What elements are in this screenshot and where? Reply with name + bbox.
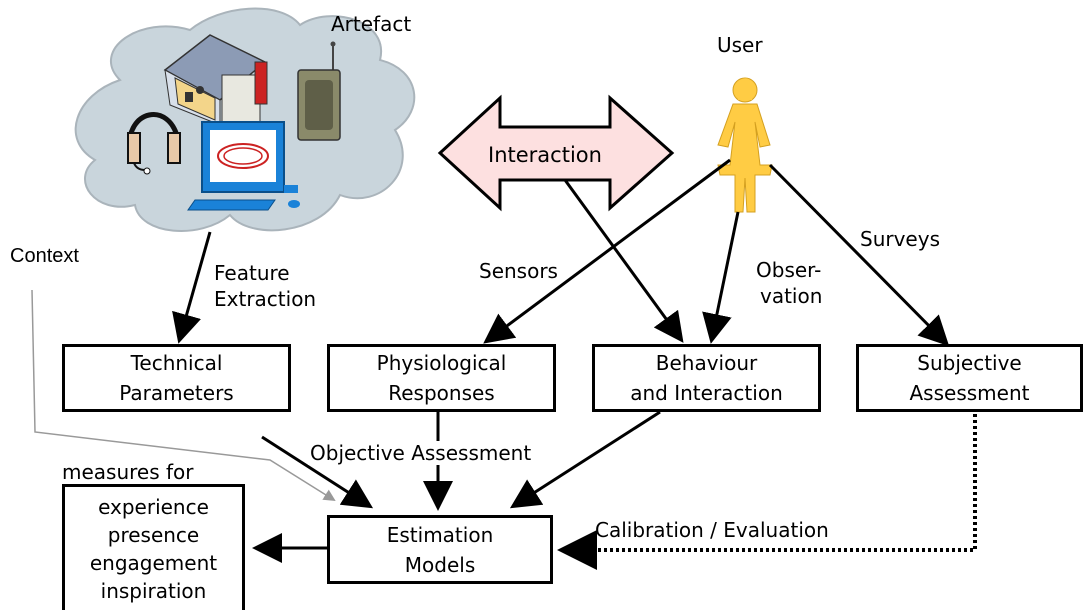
estimation-models-box: Estimation Models xyxy=(327,515,553,584)
behaviour-line2: and Interaction xyxy=(630,381,783,405)
physiological-line2: Responses xyxy=(388,381,495,405)
arrow-feature-extraction xyxy=(172,231,212,344)
computer-icon xyxy=(187,121,300,211)
artefact-label: Artefact xyxy=(331,12,412,36)
arrow-surveys xyxy=(768,163,950,347)
subjective-assessment-box: Subjective Assessment xyxy=(856,344,1083,412)
observation-label-line2: vation xyxy=(760,284,823,308)
calibration-label: Calibration / Evaluation xyxy=(595,518,829,542)
physiological-line1: Physiological xyxy=(376,351,507,375)
measure-inspiration: inspiration xyxy=(100,578,207,603)
arrow-context xyxy=(31,289,336,502)
technical-line1: Technical xyxy=(130,351,223,375)
arrow-technical-estimation xyxy=(261,435,374,509)
arrow-sensors xyxy=(483,158,731,344)
house-icon xyxy=(163,34,268,126)
user-figure-icon xyxy=(717,77,773,213)
behaviour-interaction-box: Behaviour and Interaction xyxy=(592,344,821,412)
arrow-calibration xyxy=(557,414,977,570)
radio-device-icon xyxy=(297,41,341,141)
estimation-line2: Models xyxy=(404,552,476,577)
measure-presence: presence xyxy=(107,522,200,547)
interaction-arrow xyxy=(437,94,675,212)
surveys-label: Surveys xyxy=(860,227,940,251)
headphones-icon xyxy=(127,112,181,175)
feature-label-line1: Feature xyxy=(214,261,290,285)
subjective-line1: Subjective xyxy=(917,351,1022,375)
feature-label-line2: Extraction xyxy=(214,287,317,311)
feature-extraction-label: Feature Extraction xyxy=(214,260,316,312)
user-label: User xyxy=(717,33,763,57)
arrow-observation xyxy=(702,211,740,344)
observation-label-line1: Obser- xyxy=(756,258,822,282)
subjective-line2: Assessment xyxy=(909,381,1030,405)
measures-for-label: measures for xyxy=(62,460,194,484)
technical-parameters-box: Technical Parameters xyxy=(62,344,291,412)
technical-line2: Parameters xyxy=(119,381,234,405)
context-label: Context xyxy=(10,245,79,267)
sensors-label: Sensors xyxy=(479,259,558,283)
measures-box: experience presence engagement inspirati… xyxy=(62,484,245,610)
edges xyxy=(31,158,977,570)
arrow-interaction-behaviour xyxy=(563,179,684,343)
measure-experience: experience xyxy=(98,494,209,519)
measure-engagement: engagement xyxy=(89,550,218,575)
arrow-behaviour-estimation xyxy=(509,410,661,509)
interaction-label: Interaction xyxy=(488,143,602,167)
observation-label: Obser- vation xyxy=(756,257,822,309)
physiological-responses-box: Physiological Responses xyxy=(327,344,556,412)
objective-assessment-label: Objective Assessment xyxy=(308,441,534,465)
behaviour-line1: Behaviour xyxy=(655,351,758,375)
estimation-line1: Estimation xyxy=(386,522,494,547)
